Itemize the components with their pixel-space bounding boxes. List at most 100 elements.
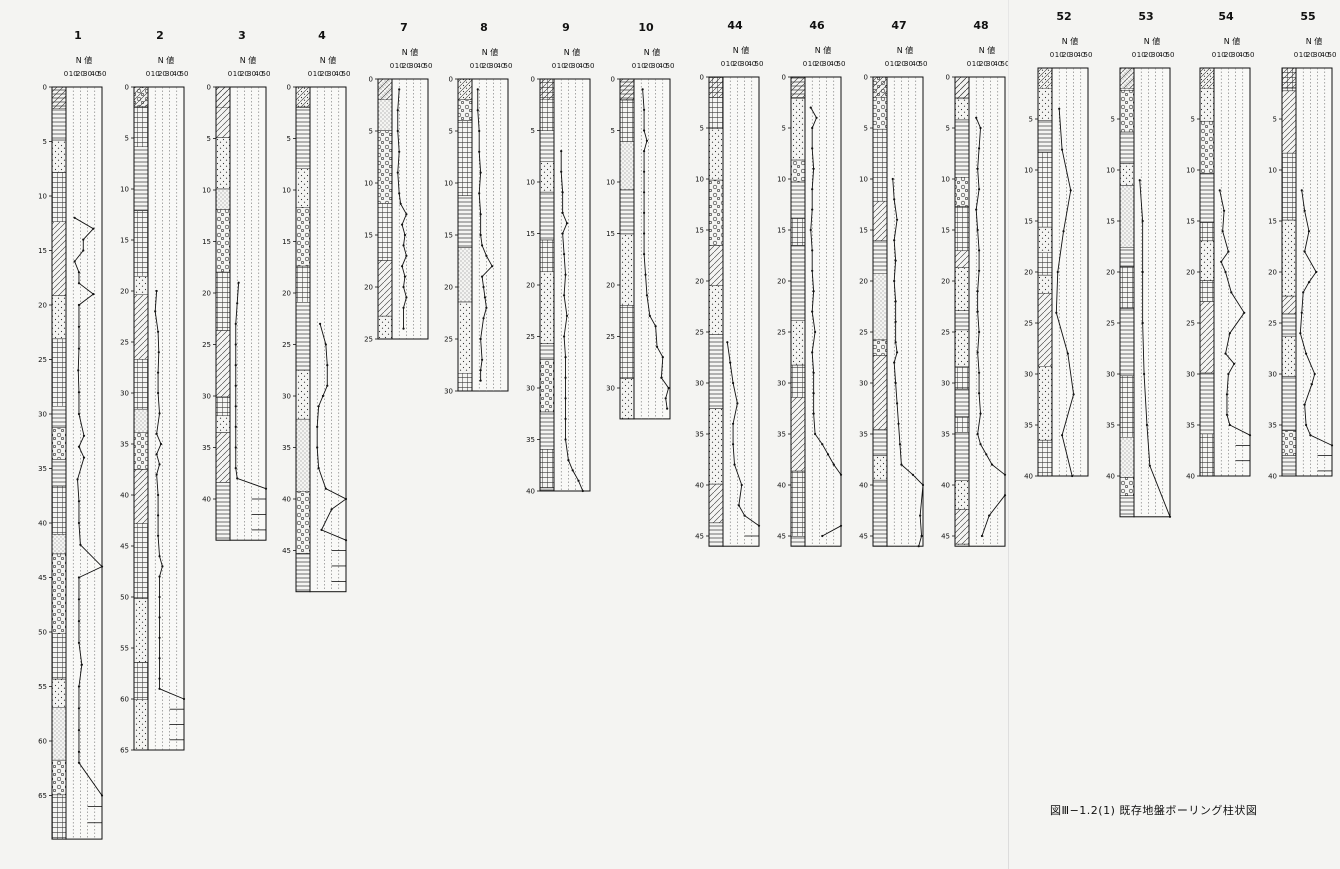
- depth-tick-label: 55: [38, 683, 47, 691]
- soil-layer: [954, 267, 970, 311]
- soil-layer: [377, 315, 393, 340]
- soil-layer: [51, 485, 67, 535]
- depth-tick-label: 10: [606, 179, 615, 187]
- depth-tick-label: 45: [282, 547, 291, 555]
- n-value-point: [77, 369, 80, 372]
- depth-tick-label: 35: [1024, 422, 1033, 430]
- soil-layer: [1199, 172, 1215, 223]
- n-tick-label: 20: [1144, 51, 1153, 59]
- n-value-point: [158, 616, 161, 619]
- soil-layer: [51, 338, 67, 407]
- soil-layer: [708, 128, 724, 181]
- depth-tick-label: 20: [120, 288, 129, 296]
- n-value-point: [77, 521, 81, 525]
- soil-layer: [295, 553, 311, 592]
- n-tick-label: 30: [1313, 51, 1322, 59]
- n-value-point: [77, 445, 81, 448]
- depth-tick-label: 40: [1268, 473, 1277, 481]
- n-value-point: [402, 327, 405, 330]
- n-value-point: [562, 253, 566, 256]
- soil-layer: [1281, 335, 1297, 377]
- depth-tick-label: 40: [202, 496, 211, 504]
- n-value-point: [264, 487, 268, 490]
- n-tick-label: 30: [247, 70, 256, 78]
- soil-layer: [954, 480, 970, 510]
- depth-tick-label: 25: [941, 329, 950, 337]
- soil-layer: [539, 161, 555, 193]
- soil-layer: [295, 207, 311, 267]
- n-value-point: [155, 432, 158, 435]
- soil-layer: [215, 396, 231, 416]
- n-value-point: [398, 88, 401, 91]
- n-value-point: [729, 361, 732, 364]
- depth-tick-label: 5: [1191, 116, 1195, 124]
- soil-layer: [539, 191, 555, 241]
- n-value-point: [402, 244, 405, 247]
- strata-column: [1119, 67, 1135, 517]
- soil-layer: [790, 245, 806, 321]
- soil-layer: [133, 294, 149, 360]
- n-value-point: [642, 129, 646, 132]
- n-value-point: [158, 412, 161, 415]
- n-value-point: [832, 463, 835, 466]
- soil-layer: [619, 99, 635, 142]
- soil-layer: [377, 260, 393, 317]
- n-tick-label: 50: [1001, 60, 1010, 68]
- soil-layer: [539, 359, 555, 413]
- n-value-point: [893, 279, 896, 283]
- depth-tick-label: 20: [1186, 269, 1195, 277]
- n-value-point: [237, 281, 240, 284]
- n-tick-label: 30: [822, 60, 831, 68]
- soil-layer: [1199, 240, 1215, 281]
- n-tick-label: 10: [726, 60, 735, 68]
- soil-layer: [295, 491, 311, 554]
- depth-tick-label: 20: [526, 282, 535, 290]
- n-value-point: [975, 208, 978, 211]
- n-tick-label: 10: [233, 70, 242, 78]
- depth-tick-label: 25: [444, 336, 453, 344]
- depth-tick-label: 15: [282, 238, 291, 246]
- n-value-point: [396, 109, 399, 112]
- n-tick-label: 10: [557, 62, 566, 70]
- n-tick-label: 10: [1055, 51, 1064, 59]
- soil-layer: [954, 432, 970, 481]
- n-value-point: [479, 213, 482, 216]
- fill-layer: [1119, 67, 1135, 89]
- n-tick-label: 20: [897, 60, 906, 68]
- strata-column: [457, 78, 473, 392]
- n-value-point: [736, 402, 739, 405]
- depth-tick-label: 5: [43, 138, 47, 146]
- depth-tick-label: 20: [1106, 269, 1115, 277]
- depth-tick-label: 35: [526, 436, 535, 444]
- n-value-label: N 値: [979, 45, 996, 55]
- n-value-point: [977, 330, 981, 334]
- n-tick-label: 50: [180, 70, 189, 78]
- n-value-point: [326, 364, 329, 367]
- n-value-point: [1304, 352, 1308, 355]
- borehole-title: 9: [562, 21, 570, 34]
- depth-tick-label: 0: [864, 74, 868, 82]
- n-tick-label: 50: [586, 62, 595, 70]
- n-value-point: [811, 208, 814, 211]
- depth-tick-label: 15: [202, 238, 211, 246]
- strata-column: [619, 78, 635, 420]
- soil-layer: [51, 459, 67, 487]
- n-value-point: [1227, 250, 1230, 253]
- n-value-panel: [1133, 67, 1171, 518]
- fill-layer: [215, 86, 231, 108]
- n-tick-label: 10: [1299, 51, 1308, 59]
- n-value-point: [1303, 250, 1306, 253]
- depth-tick-label: 35: [282, 444, 291, 452]
- n-value-line: [1219, 190, 1251, 436]
- n-value-point: [480, 275, 484, 278]
- strata-border: [872, 76, 888, 547]
- fill-layer: [1281, 67, 1297, 89]
- n-value-point: [159, 442, 163, 446]
- n-value-point: [316, 446, 319, 449]
- n-tick-label: 20: [76, 70, 85, 78]
- fill-layer: [1037, 67, 1053, 89]
